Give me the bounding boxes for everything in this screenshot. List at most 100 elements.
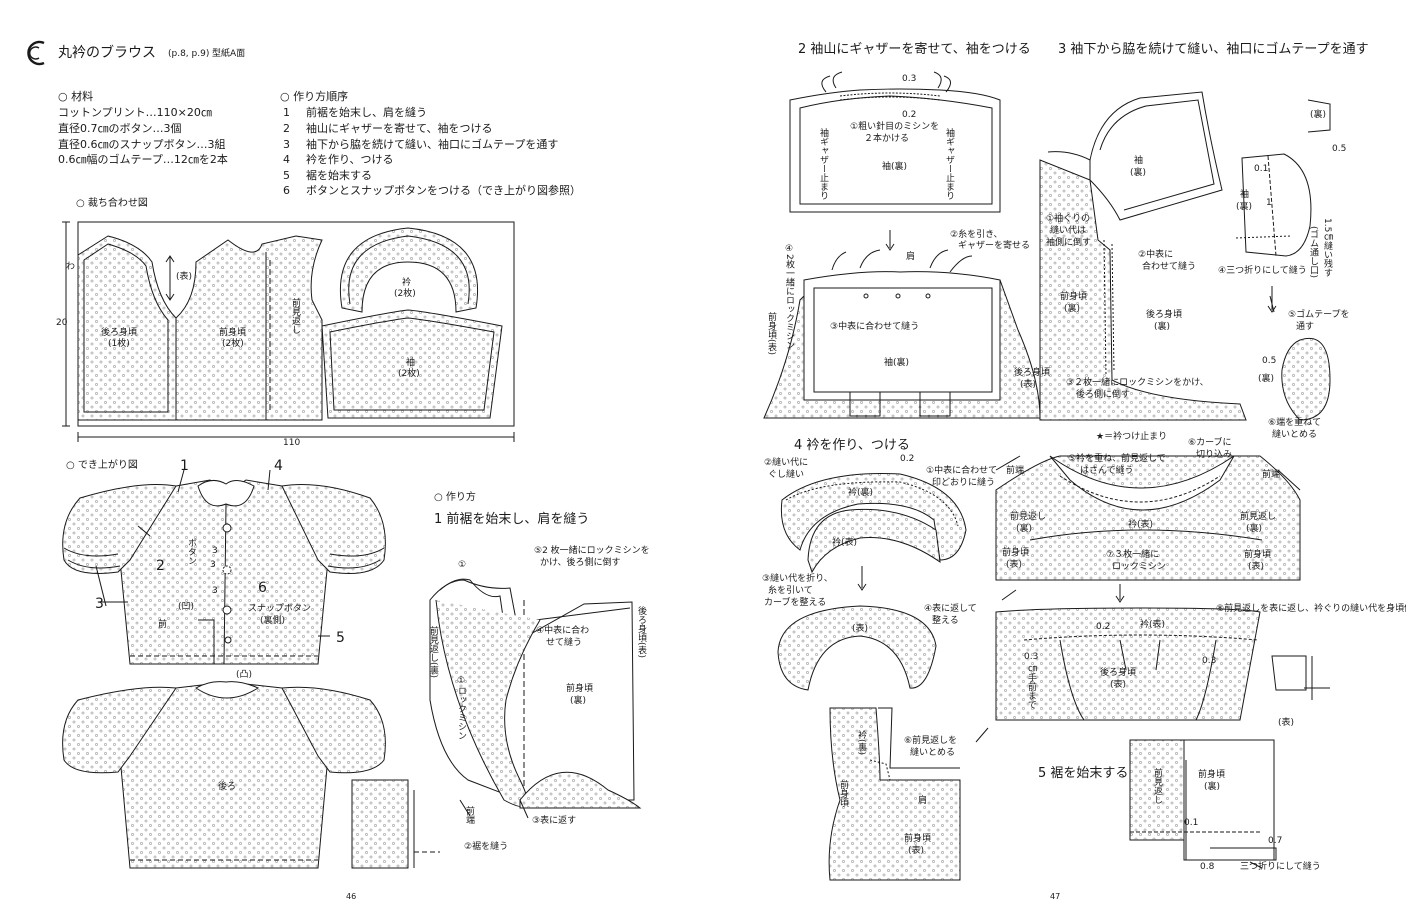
s4-note6b: 切り込み [1196,450,1233,460]
s4-collar-omote: 衿(表) [832,538,858,548]
s4-note2a: ②縫い代に [764,458,809,468]
finished-front-blouse [62,469,386,665]
step2-title: 2 袖山にギャザーを寄せて、袖をつける [798,42,1031,57]
step1-back-body: 後ろ身頃(表) [636,606,646,659]
step1-front-ura: (裏) [570,696,587,706]
s5-note: 三つ折りにして縫う [1240,862,1321,872]
cut-front-label: 前身頃 [219,328,247,338]
cut-sleeve-label: 袖 [406,358,416,368]
s4-front-body3-o: (表) [908,846,925,856]
s5-front-body: 前身頃 [1198,770,1226,780]
s4-note3c: カーブを整える [764,598,827,608]
s3-note2b: 合わせて縫う [1142,262,1197,272]
step1-title: 1 前裾を始末し、肩を縫う [434,512,590,527]
s5-facing: 前見返し [1152,768,1162,804]
s2-front-body: 前身頃(表) [766,312,776,356]
step1-note3: ③表に返す [532,816,577,826]
s3-gomu-mouth: (ゴム通し口) [1308,226,1318,279]
button-label: ボタン [186,538,196,565]
step1-note5a: ⑤2 枚一緒にロックミシンを [534,546,650,556]
cut-back-qty: (1枚) [108,339,130,349]
wa-label: わ [66,262,76,272]
cut-sleeve-qty: (2枚) [398,369,420,379]
order-heading: ○ 作り方順序 [280,90,349,103]
s4-note8: ⑧前見返しを表に返し、衿ぐりの縫い代を身頃側に倒して縫う [1216,604,1406,614]
s2-back-omote: (表) [1020,380,1037,390]
s3-back-body: 後ろ身頃 [1146,310,1183,320]
step1-note4a: ④中表に合わ [536,626,590,636]
order-step-num: 3 [283,138,290,151]
s3-note1b: 縫い代は [1050,226,1087,236]
s2-note1b: ２本かける [864,134,910,144]
s2-note2a: ②糸を引き、 [950,230,1003,240]
s3-front-body: 前身頃 [1060,292,1088,302]
order-step: 衿を作り、つける [306,153,394,166]
s3-note1c: 袖側に倒す [1046,238,1092,248]
s2-sleeve-ura: 袖(裏) [882,162,908,172]
three-label: 3 [210,560,216,570]
s4-collar-omote3: 衿(表) [1140,620,1166,630]
step4-title: 4 衿を作り、つける [794,438,910,453]
order-step: 裾を始末する [306,169,372,182]
order-step-num: 1 [283,106,290,119]
s3-sleeve-ura: (裏) [1130,168,1147,178]
s4-facing-right-ura: (裏) [1246,524,1263,534]
convex-label: (凸) [236,670,253,680]
step1-facing: 前見返し(裏) [428,626,438,679]
s4-front-body2: 前身頃 [838,780,848,807]
s4-note7b: ロックミシン [1112,562,1167,572]
s3-ura-top: (裏) [1310,110,1327,120]
s2-v02: 0.2 [902,110,917,120]
s4-note7a: ⑦３枚一緒に [1106,550,1160,560]
page-number-right: 47 [1050,892,1061,901]
s4-v03b: 0.3 [1202,656,1217,666]
order-step: 袖下から脇を続けて縫い、袖口にゴムテープを通す [306,138,559,151]
s4-v02: 0.2 [900,454,915,464]
s3-note5a: ⑤ゴムテープを [1288,310,1350,320]
s4-collar-ura2: 衿(裏) [856,730,866,756]
s3-v05: 0.5 [1332,144,1347,154]
material-item: 直径0.7㎝のボタン…3個 [58,122,182,135]
s4-front-body3: 前身頃 [904,834,932,844]
s2-back-body: 後ろ身頃 [1014,368,1051,378]
s4-temae: ㎝手前まで [1026,664,1036,709]
step1-note2: ②裾を縫う [464,842,509,852]
s4-shoulder: 肩 [918,796,928,806]
cut-facing-label: 前見返し [290,298,300,334]
snap-side-label: (裏側) [260,616,286,626]
omote-label: (表) [176,272,193,282]
step3-side-seam [1039,91,1331,421]
s4-collar-ura: 衿(裏) [848,488,874,498]
s4-front-body-right-o: (表) [1248,562,1265,572]
order-step-num: 5 [283,169,290,182]
s4-omote-small: (表) [1278,718,1295,728]
cut-front-bodice [175,235,323,421]
s4-star-note: ★＝衿つけ止まり [1096,432,1168,442]
snap-label: スナップボタン [248,604,312,614]
section-c-mark [27,40,45,66]
step4-collar-make [777,473,967,691]
s4-note1a: ①中表に合わせて [926,466,998,476]
order-step-num: 4 [283,153,290,166]
order-step-num: 6 [283,184,290,197]
s4-v02b: 0.2 [1096,622,1111,632]
s4-note6-2b: 縫いとめる [910,748,956,758]
order-step: 袖山にギャザーを寄せて、袖をつける [306,122,493,135]
cut-back-label: 後ろ身頃 [101,328,138,338]
s3-sleeve-small: 袖 [1240,190,1250,200]
step5-hem [1129,739,1277,869]
s2-v03: 0.3 [902,74,917,84]
s4-note1b: 印どおりに縫う [932,478,996,488]
step1-note5b: かけ、後ろ側に倒す [540,558,621,568]
step1-note4b: せて縫う [546,638,583,648]
step1-mae-hashi: 前端 [464,806,474,824]
cutting-layout [62,221,515,442]
s2-note1a: ①粗い針目のミシンを [850,122,940,132]
page-number-left: 46 [346,892,357,901]
step4-facing [828,707,989,881]
cutting-heading: ○ 裁ち合わせ図 [76,198,148,209]
cut-sleeve [321,309,503,419]
step2-sleeve-attach [763,249,1041,419]
cut-collar-qty: (2枚) [394,289,416,299]
